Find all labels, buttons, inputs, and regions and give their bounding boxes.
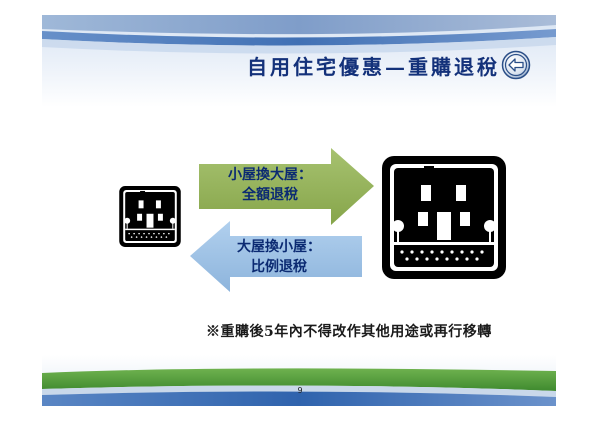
forward-line1: 小屋換大屋： (228, 167, 312, 183)
title-area: 自用住宅優惠—重購退稅 (200, 50, 500, 80)
page-number: 9 (297, 386, 303, 395)
backward-arrow-label: 大屋換小屋： 比例退稅 (220, 237, 338, 277)
arrow-right-icon (199, 148, 374, 225)
header-banner (42, 15, 556, 107)
slide-title: 自用住宅優惠—重購退稅 (247, 54, 500, 79)
footer-banner (42, 355, 556, 406)
forward-arrow-label: 小屋換大屋： 全額退稅 (210, 165, 330, 205)
small-house (118, 185, 182, 248)
backward-arrow (190, 221, 362, 292)
forward-arrow (199, 148, 374, 225)
back-button[interactable] (500, 50, 532, 80)
forward-line2: 全額退稅 (242, 187, 298, 203)
arrow-left-icon (190, 221, 362, 292)
house-icon (119, 185, 181, 248)
house-icon (382, 156, 506, 279)
footnote: ※重購後5年內不得改作其他用途或再行移轉 (206, 324, 492, 340)
backward-line1: 大屋換小屋： (237, 239, 321, 255)
large-house (380, 154, 508, 281)
back-arrow-circle-icon (501, 50, 531, 80)
backward-line2: 比例退稅 (251, 259, 307, 275)
